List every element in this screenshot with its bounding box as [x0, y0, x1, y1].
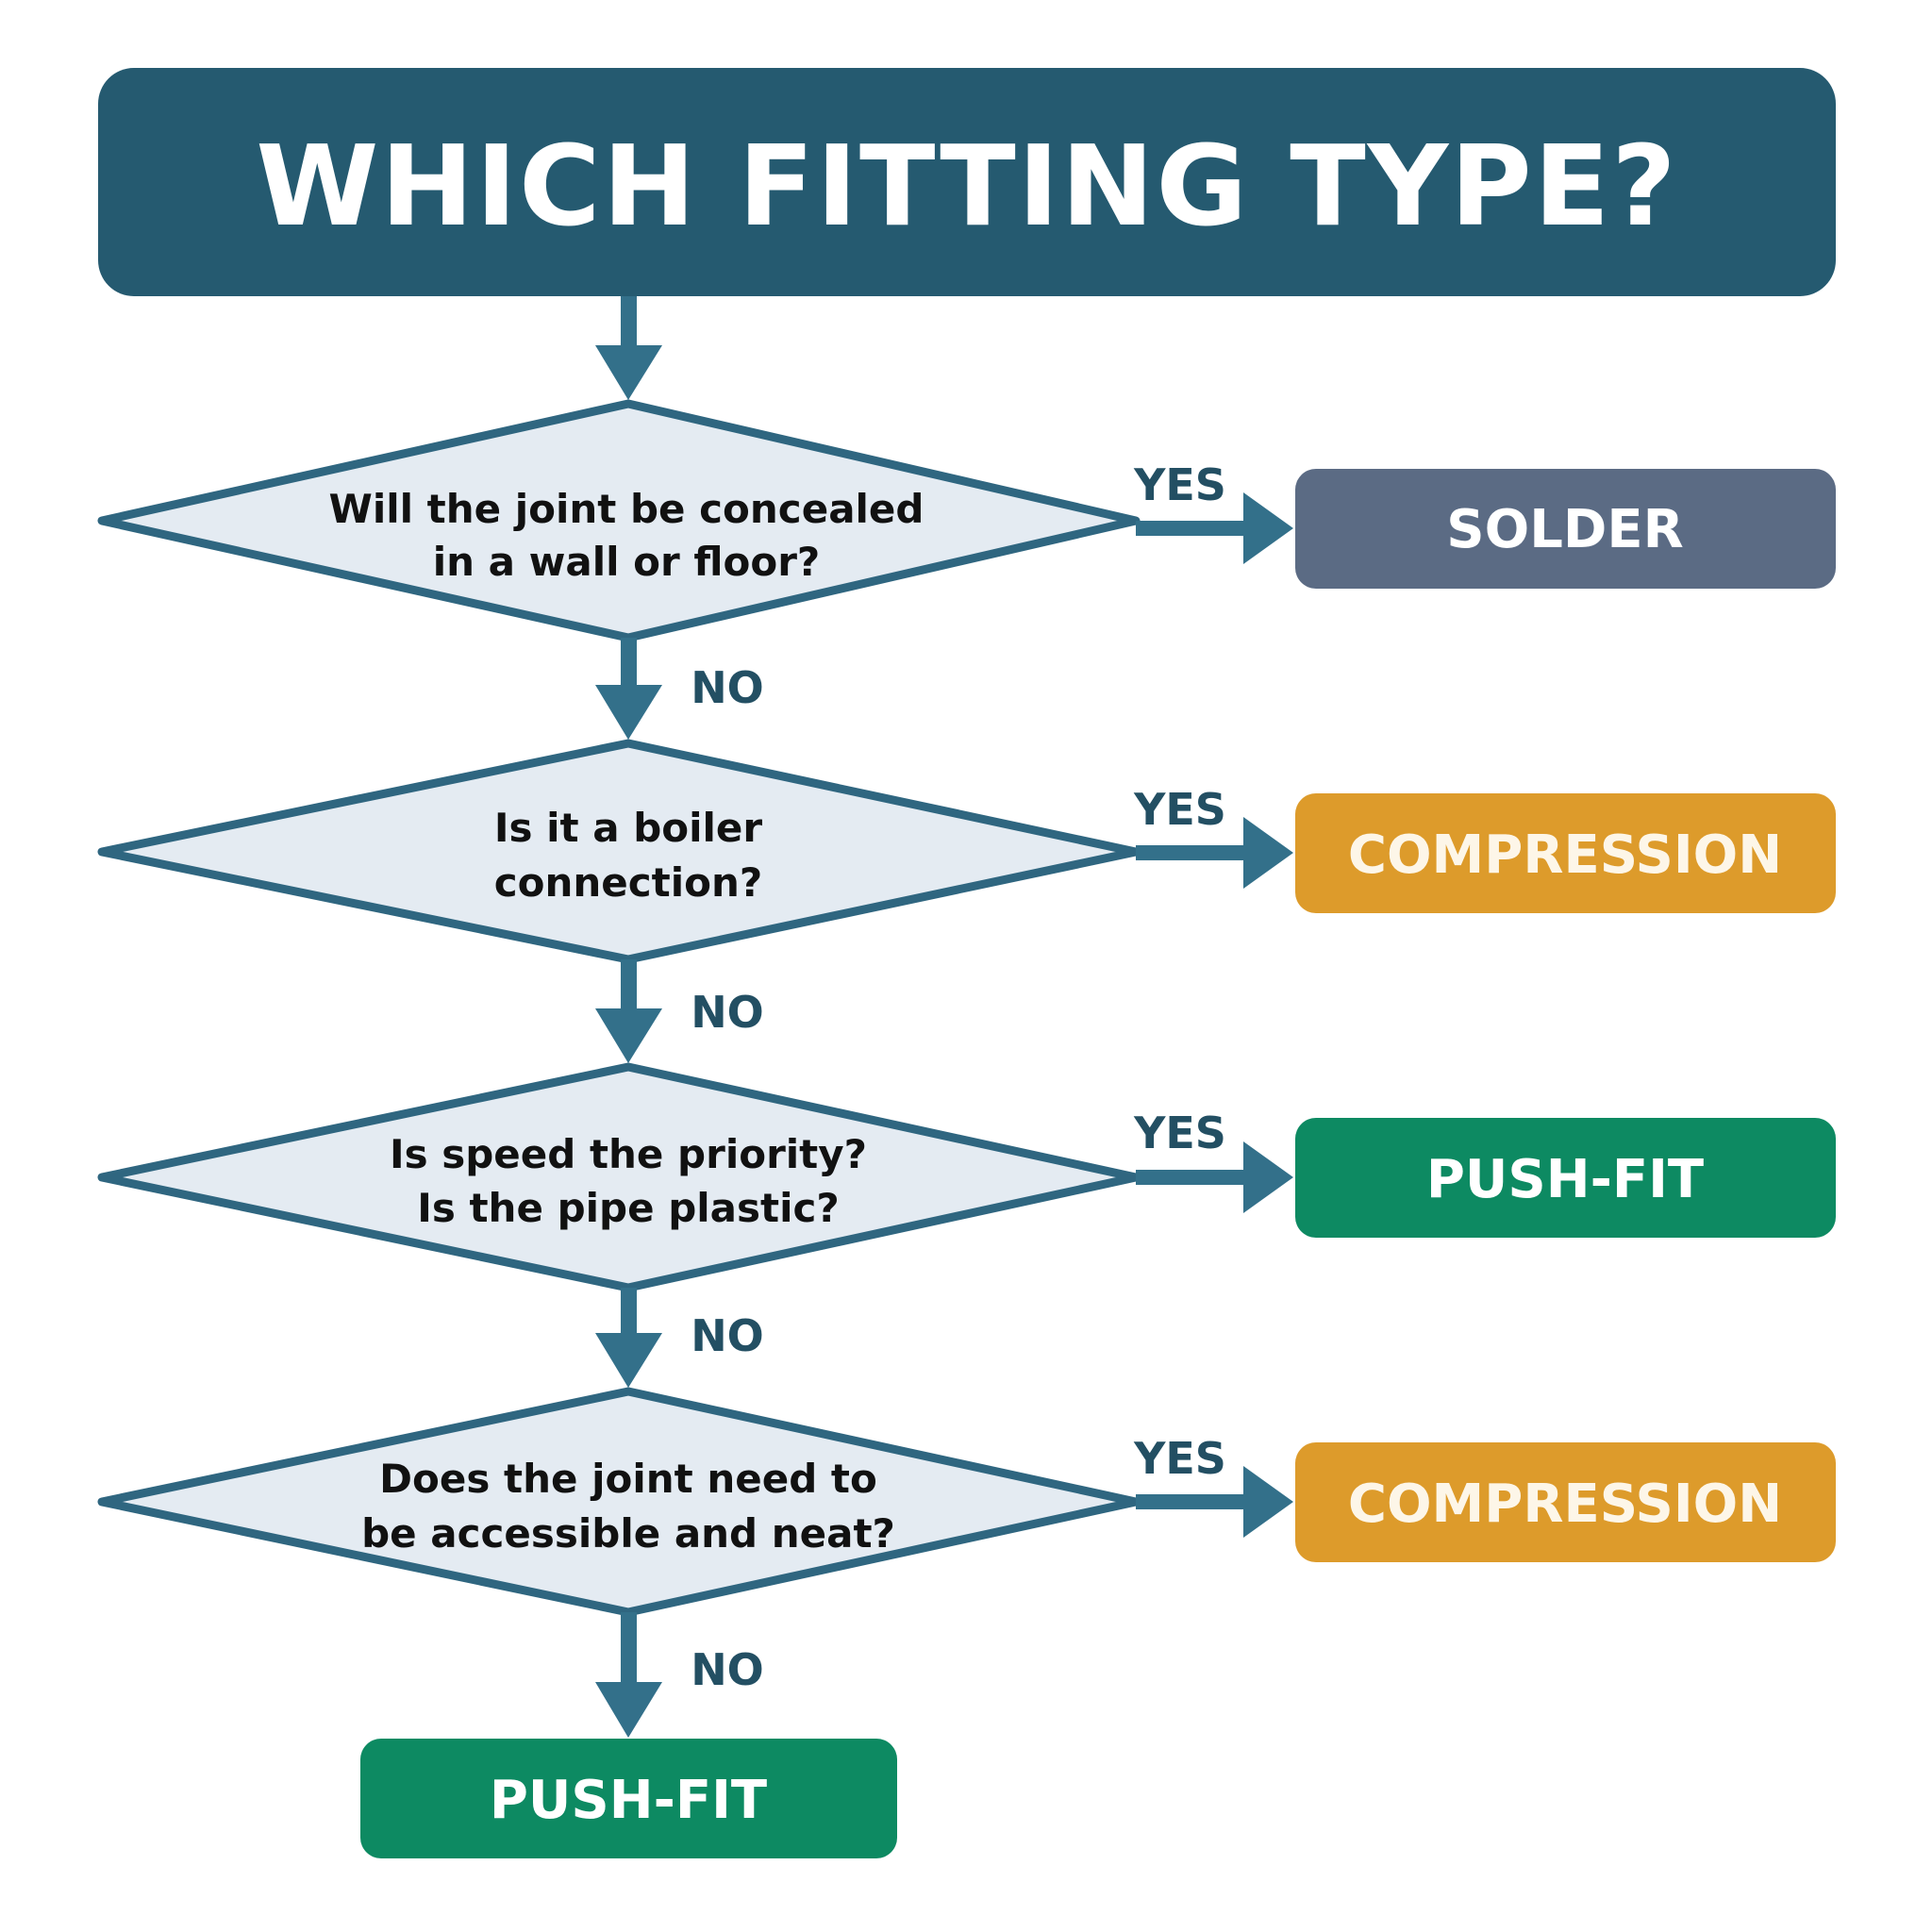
- question-line-1: Is speed the priority?: [390, 1131, 867, 1177]
- yes-arrow-3: YES: [1133, 1108, 1293, 1213]
- arrow-down-icon: [595, 685, 662, 740]
- yes-arrow-2: YES: [1133, 784, 1293, 889]
- no-arrow-2: NO: [595, 959, 764, 1063]
- question-line-2: connection?: [494, 859, 763, 906]
- question-line-1: Will the joint be concealed: [329, 486, 924, 532]
- arrow-right-icon: [1243, 817, 1293, 889]
- question-line-1: Is it a boiler: [494, 805, 763, 851]
- arrow-right-icon: [1243, 492, 1293, 564]
- header: WHICH FITTING TYPE?: [98, 68, 1836, 296]
- result-label: PUSH-FIT: [1426, 1149, 1704, 1210]
- question-line-1: Does the joint need to: [379, 1456, 877, 1502]
- question-line-2: be accessible and neat?: [361, 1510, 895, 1557]
- yes-arrow-4: YES: [1133, 1433, 1293, 1538]
- question-line-2: Is the pipe plastic?: [417, 1185, 840, 1231]
- result-compression-1: COMPRESSION: [1295, 793, 1836, 913]
- decision-1: Will the joint be concealed in a wall or…: [97, 399, 1141, 642]
- no-label: NO: [691, 987, 764, 1038]
- result-label: COMPRESSION: [1348, 1474, 1782, 1535]
- arrow-right-icon: [1243, 1141, 1293, 1213]
- arrow-down-icon: [595, 1682, 662, 1738]
- decision-3: Is speed the priority? Is the pipe plast…: [97, 1062, 1141, 1292]
- result-box: [1295, 793, 1836, 913]
- result-label: SOLDER: [1446, 499, 1683, 560]
- result-box: [1295, 469, 1836, 589]
- no-arrow-4: NO: [595, 1612, 764, 1738]
- no-label: NO: [691, 662, 764, 713]
- decision-4: Does the joint need to be accessible and…: [97, 1387, 1141, 1617]
- question-line-2: in a wall or floor?: [433, 539, 821, 585]
- arrow-down-icon: [595, 296, 662, 400]
- result-push-fit-final: PUSH-FIT: [360, 1739, 897, 1858]
- no-label: NO: [691, 1644, 764, 1695]
- yes-label: YES: [1133, 1108, 1226, 1158]
- no-arrow-3: NO: [595, 1288, 764, 1388]
- yes-label: YES: [1133, 1433, 1226, 1484]
- yes-arrow-1: YES: [1133, 459, 1293, 564]
- arrow-down-icon: [595, 1008, 662, 1063]
- result-box: [360, 1739, 897, 1858]
- decision-2: Is it a boiler connection?: [97, 739, 1141, 964]
- header-box: [98, 68, 1836, 296]
- no-arrow-1: NO: [595, 638, 764, 740]
- result-box: [1295, 1442, 1836, 1562]
- result-label: COMPRESSION: [1348, 824, 1782, 886]
- decision-diamond: [97, 739, 1141, 964]
- arrow-down-icon: [595, 1333, 662, 1388]
- result-label: PUSH-FIT: [490, 1770, 767, 1831]
- page-title: WHICH FITTING TYPE?: [256, 121, 1678, 251]
- arrow-right-icon: [1243, 1466, 1293, 1538]
- result-solder: SOLDER: [1295, 469, 1836, 589]
- result-push-fit-1: PUSH-FIT: [1295, 1118, 1836, 1238]
- decision-diamond: [97, 1387, 1141, 1617]
- result-compression-2: COMPRESSION: [1295, 1442, 1836, 1562]
- yes-label: YES: [1133, 784, 1226, 835]
- yes-label: YES: [1133, 459, 1226, 510]
- decision-diamond: [97, 1062, 1141, 1292]
- no-label: NO: [691, 1310, 764, 1361]
- result-box: [1295, 1118, 1836, 1238]
